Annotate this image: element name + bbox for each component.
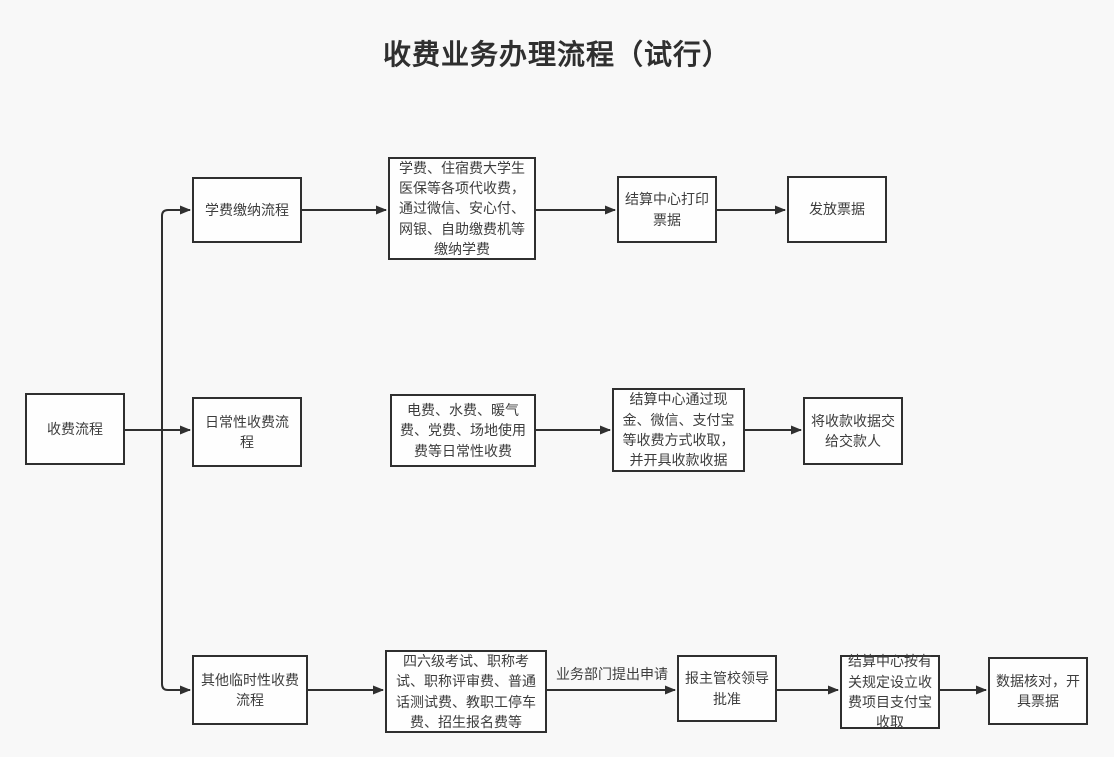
connector-root-to-row1 — [161, 205, 191, 430]
flow-node-data-check-issue-receipt: 数据核对，开具票据 — [988, 657, 1088, 725]
flow-node-give-receipt-to-payer: 将收款收据交给交款人 — [803, 397, 903, 465]
flow-node-settlement-print-receipt: 结算中心打印票据 — [617, 176, 717, 243]
flow-node-tuition-process: 学费缴纳流程 — [192, 177, 302, 243]
flow-node-daily-fee-items: 电费、水费、暖气费、党费、场地使用费等日常性收费 — [390, 394, 536, 467]
edge-label-department-apply: 业务部门提出申请 — [556, 666, 668, 682]
flow-node-daily-fee-process: 日常性收费流程 — [192, 397, 302, 467]
flow-node-alipay-collect: 结算中心按有关规定设立收费项目支付宝收取 — [840, 653, 940, 730]
flow-node-temp-fee-items: 四六级考试、职称考试、职称评审费、普通话测试费、教职工停车费、招生报名费等 — [385, 650, 547, 733]
flow-node-temp-fee-process: 其他临时性收费流程 — [192, 655, 308, 725]
flow-node-issue-receipt: 发放票据 — [787, 176, 887, 243]
connector-root-to-row3 — [161, 430, 191, 695]
flow-node-tuition-payment-methods: 学费、住宿费大学生医保等各项代收费，通过微信、安心付、网银、自助缴费机等缴纳学费 — [388, 157, 536, 260]
flow-node-leader-approval: 报主管校领导批准 — [677, 655, 777, 722]
page-title: 收费业务办理流程（试行） — [382, 39, 731, 70]
flow-node-root: 收费流程 — [25, 393, 125, 465]
flow-node-settlement-collect-methods: 结算中心通过现金、微信、支付宝等收费方式收取，并开具收款收据 — [612, 388, 745, 472]
